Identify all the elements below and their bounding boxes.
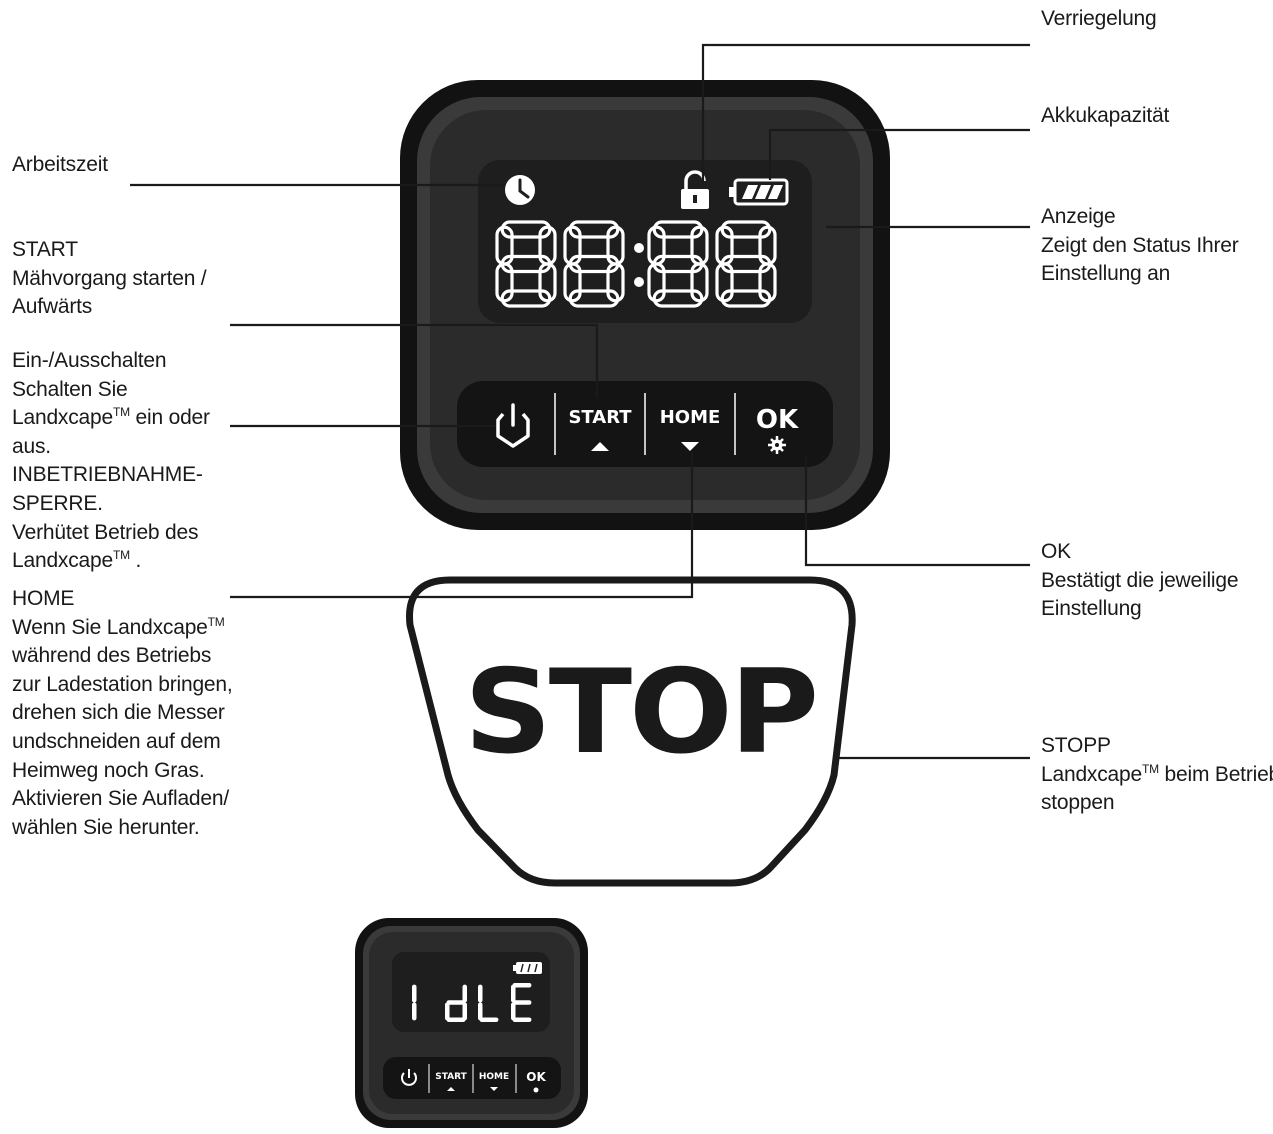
segment-f [412,984,417,1003]
segment-d [446,1017,466,1022]
segment-c [690,262,709,303]
segment-display [495,220,777,308]
segment-d [720,289,772,308]
segment-f [563,225,582,266]
segment-d [568,289,620,308]
digit [412,984,417,1021]
segment-f [511,984,516,1003]
home-button-label: HOME [660,407,721,428]
leader-start [230,323,599,398]
battery-icon [729,178,789,206]
label-home: HOME Wenn Sie LandxcapeTM während des Be… [12,587,233,839]
segment-f [478,984,483,1003]
digit [511,983,532,1022]
segment-d [652,289,704,308]
small-power-icon [401,1072,417,1086]
leader-lines [130,43,1030,760]
stop-button-label: STOP [464,645,816,780]
control-panel: START HOME OK [400,80,890,530]
segment-g [568,254,620,274]
small-ok-label: OK [526,1070,546,1084]
small-arrow-up-icon [447,1087,455,1091]
segment-g [652,254,704,274]
label-arbeitszeit: Arbeitszeit [12,153,108,176]
segment-e [478,1002,483,1021]
digit [495,220,557,308]
small-home-button[interactable]: HOME [479,1072,509,1091]
segment-g [720,254,772,274]
leader-home [230,452,694,599]
small-gear-icon [533,1087,539,1093]
label-anzeige: Anzeige Zeigt den Status Ihrer Einstellu… [1041,205,1239,286]
small-control-panel: START HOME OK [355,918,588,1128]
label-stopp: STOPP LandxcapeTM beim Betrieb stoppen [1041,734,1273,815]
leader-verriegelung [701,43,1030,185]
segment-d [500,289,552,308]
stop-button[interactable]: STOP [406,576,856,887]
segment-e [511,1002,516,1021]
small-ok-button[interactable]: OK [526,1070,546,1093]
digit [563,220,625,308]
small-power-button[interactable] [401,1069,417,1086]
segment-e [445,1002,450,1021]
segment-e [412,1002,417,1021]
segment-g [500,254,552,274]
digit [445,984,467,1022]
small-start-label: START [435,1072,467,1082]
small-arrow-down-icon [490,1087,498,1091]
segment-d [512,1017,532,1022]
digit [647,220,709,308]
label-verriegelung: Verriegelung [1041,7,1157,30]
segment-a [512,983,532,988]
label-ok: OK Bestätigt die jeweilige Einstellung [1041,540,1239,621]
segment-b [462,984,467,1003]
segment-c [462,1002,467,1021]
home-button[interactable]: HOME [660,407,721,451]
segment-a [500,220,552,239]
clock-icon [505,175,535,205]
segment-c [538,262,557,303]
segment-c [606,262,625,303]
segment-g [446,1000,466,1005]
colon-dot [634,243,644,253]
leader-akku [768,128,1030,180]
small-battery-icon [513,962,542,974]
segment-a [652,220,704,239]
segment-f [495,225,514,266]
arrow-up-icon [591,442,609,451]
digit [478,984,499,1022]
power-icon [496,412,530,448]
small-display-window [392,952,550,1032]
ok-button[interactable]: OK [756,405,799,454]
label-akkukapazitaet: Akkukapazität [1041,104,1170,127]
leader-ok [804,455,1030,567]
start-button[interactable]: START [568,407,632,451]
ok-button-label: OK [756,405,799,435]
segment-d [479,1017,499,1022]
segment-f [647,225,666,266]
segment-a [720,220,772,239]
start-button-label: START [568,407,632,428]
segment-f [715,225,734,266]
gear-icon [768,436,786,454]
small-segment-display [412,983,532,1022]
power-button[interactable] [496,403,530,448]
digit [715,220,777,308]
segment-a [568,220,620,239]
segment-g [512,1000,532,1005]
small-start-button[interactable]: START [435,1072,468,1091]
segment-c [758,262,777,303]
small-home-label: HOME [479,1072,509,1082]
label-power: Ein-/Ausschalten Schalten Sie LandxcapeT… [12,349,210,573]
arrow-down-icon [681,442,699,451]
display-window [478,160,812,323]
label-start: START Mähvorgang starten / Aufwärts [12,238,207,319]
colon-dot [634,277,644,287]
